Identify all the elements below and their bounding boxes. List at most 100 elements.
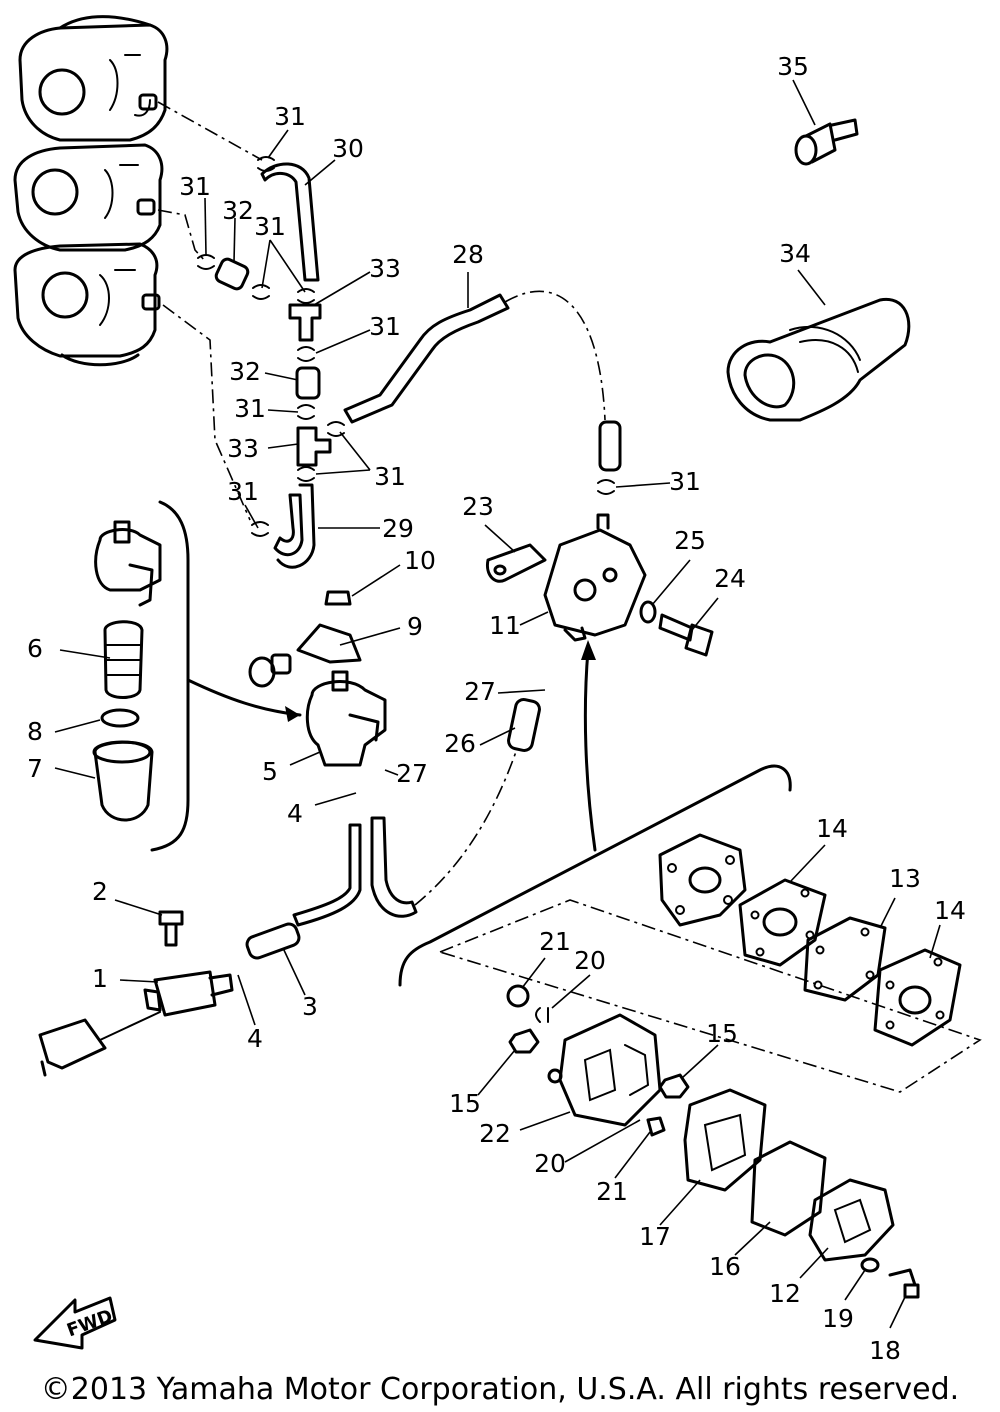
fuel-pump-11 [543,513,647,642]
callout-4-lower: 4 [247,1024,263,1053]
callout-8: 8 [27,717,43,746]
callout-18: 18 [869,1336,901,1365]
callout-7: 7 [27,754,43,783]
callout-17: 17 [639,1222,671,1251]
t-joint-33-upper [288,303,322,342]
fitting-35 [794,118,859,166]
bracket-9 [296,623,362,664]
joint-32-upper [214,257,250,291]
t-joint-33-lower [296,426,332,467]
callout-32-upper: 32 [222,196,254,225]
carburetor-assembly [13,15,169,367]
callout-10: 10 [404,546,436,575]
joint-32-lower [295,366,321,400]
joint-3 [245,922,301,960]
callout-9: 9 [407,612,423,641]
fwd-label: FWD [64,1306,115,1342]
callout-14-upper: 14 [816,814,848,843]
callouts: 1 2 3 4 4 5 6 7 8 9 10 11 12 13 14 14 15… [27,52,966,1365]
fuel-filter-5 [305,670,387,767]
hose-29 [273,483,316,569]
callout-21-bottom: 21 [596,1177,628,1206]
callout-34: 34 [779,239,811,268]
callout-4-upper: 4 [287,799,303,828]
bolt-24 [658,613,714,657]
callout-24: 24 [714,564,746,593]
hose-28 [343,293,510,424]
o-ring-8 [100,708,140,728]
callout-31-d: 31 [369,312,401,341]
callout-27-upper: 27 [464,677,496,706]
gasket-17 [683,1088,767,1192]
washer-25 [639,600,657,624]
gasket-14a [738,878,827,967]
callout-32-lower: 32 [229,357,261,386]
callout-3: 3 [302,992,318,1021]
callout-21-top: 21 [539,927,571,956]
filter-cup-7 [92,740,154,822]
nut-15-right [658,1073,690,1099]
callout-23: 23 [462,492,494,521]
filter-cap-top [94,520,162,607]
filter-element-6 [103,620,144,699]
callout-19: 19 [822,1304,854,1333]
pump-body-22 [547,1013,662,1127]
fwd-arrow: FWD [33,1296,117,1350]
callout-20-top: 20 [574,946,606,975]
connector-plug [38,1011,161,1077]
diaphragm-13 [803,916,887,1002]
washer-19 [860,1257,880,1273]
hose-26 [507,698,541,752]
callout-22: 22 [479,1119,511,1148]
callout-15-right: 15 [706,1019,738,1048]
filter-34 [726,297,911,422]
callout-6: 6 [27,634,43,663]
valve-21-bottom [646,1116,666,1137]
knob [248,653,292,688]
hose-lower-left [292,823,362,927]
callout-2: 2 [92,877,108,906]
diaphragm-16 [750,1140,827,1237]
hose-30 [260,162,320,282]
hose-lower-right [370,816,418,918]
screw-2 [158,910,184,947]
leader-lines [54,79,941,1329]
callout-28: 28 [452,240,484,269]
callout-31-h: 31 [669,467,701,496]
callout-16: 16 [709,1252,741,1281]
pump-cover-top [658,833,747,927]
callout-20-bottom: 20 [534,1149,566,1178]
callout-31-f: 31 [374,462,406,491]
pump-cover-12 [808,1178,895,1262]
callout-33-lower: 33 [227,434,259,463]
nut-15-left [508,1028,540,1054]
callout-31-e: 31 [234,394,266,423]
valve-21-top [506,984,530,1008]
nut-10 [324,590,352,606]
clamps-31 [197,156,615,537]
callout-31-c: 31 [254,212,286,241]
callout-31-a: 31 [274,102,306,131]
retainer-20-top [535,1007,549,1023]
callout-26: 26 [444,729,476,758]
callout-35: 35 [777,52,809,81]
callout-31-b: 31 [179,172,211,201]
callout-30: 30 [332,134,364,163]
callout-27-lower: 27 [396,759,428,788]
callout-14-right: 14 [934,896,966,925]
gasket-14b [873,948,962,1047]
callout-1: 1 [92,964,108,993]
callout-29: 29 [382,514,414,543]
callout-25: 25 [674,526,706,555]
hose-upper-right [598,420,622,472]
callout-12: 12 [769,1279,801,1308]
copyright-notice: ©2013 Yamaha Motor Corporation, U.S.A. A… [40,1372,960,1407]
callout-13: 13 [889,864,921,893]
callout-31-g: 31 [227,477,259,506]
callout-15-left: 15 [449,1089,481,1118]
bracket-23 [485,543,547,583]
callout-5: 5 [262,757,278,786]
fuel-joint-1 [143,970,234,1017]
callout-11: 11 [489,611,521,640]
